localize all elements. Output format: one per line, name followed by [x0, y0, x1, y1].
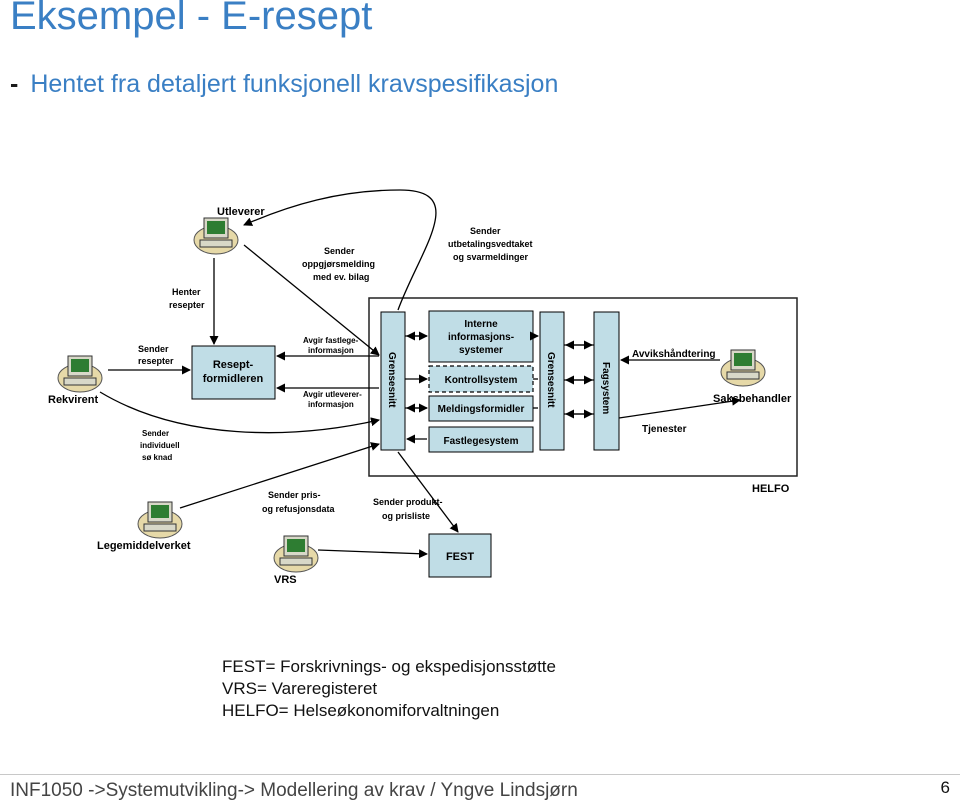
subtitle-dash: -	[10, 70, 19, 98]
legend-vrs: VRS= Vareregisteret	[222, 679, 378, 698]
fastlegesystem-box	[428, 426, 534, 453]
footer-text: INF1050 ->Systemutvikling-> Modellering …	[10, 780, 578, 801]
fest-box	[428, 533, 492, 578]
label-avgir-utleverer-1: Avgir utleverer-	[303, 390, 362, 399]
label-individuell-3: sø knad	[142, 453, 172, 462]
fastlegesystem-label: Fastlegesystem	[443, 436, 518, 447]
label-produkt-1: Sender produkt-	[373, 497, 443, 507]
legend-helfo: HELFO= Helseøkonomiforvaltningen	[222, 701, 500, 720]
label-individuell-2: individuell	[140, 441, 180, 450]
vrs-computer-icon	[273, 535, 319, 573]
footer-divider	[0, 774, 960, 775]
label-pris-2: og refusjonsdata	[262, 504, 336, 514]
slide-subtitle: -Hentet fra detaljert funksjonell kravsp…	[10, 70, 558, 99]
subtitle-text: Hentet fra detaljert funksjonell kravspe…	[30, 70, 559, 98]
e-resept-diagram: HELFO Utleverer Rekvirent Legemiddelverk…	[48, 189, 798, 586]
page-number: 6	[940, 778, 950, 797]
label-pris-1: Sender pris-	[268, 490, 321, 500]
label-oppgjor-1: Sender	[324, 246, 355, 256]
arrow-utbetalingsvedtak	[243, 189, 437, 311]
legend-fest: FEST= Forskrivnings- og ekspedisjonsstøt…	[222, 657, 556, 676]
label-oppgjor-3: med ev. bilag	[313, 272, 369, 282]
interne-label-1: Interne	[464, 319, 498, 330]
reseptformidleren-label-1: Resept-	[213, 359, 254, 371]
fagsystem-box	[593, 311, 620, 451]
arrow-individuell-soknad	[99, 391, 380, 434]
label-avgir-fastlege-2: informasjon	[308, 346, 354, 355]
label-henter-2: resepter	[169, 300, 205, 310]
label-produkt-2: og prisliste	[382, 511, 430, 521]
interne-label-3: systemer	[459, 345, 503, 356]
legemiddelverket-computer-icon	[137, 501, 183, 539]
meldingsformidler-box	[428, 395, 534, 422]
interne-label-2: informasjons-	[448, 332, 514, 343]
label-sender-resepter-2: resepter	[138, 356, 174, 366]
arrow-produkt-prisliste	[317, 549, 428, 559]
label-henter-1: Henter	[172, 287, 201, 297]
label-oppgjor-2: oppgjørsmelding	[302, 259, 375, 269]
grensesnitt-left-box	[380, 311, 406, 451]
label-avvikshandtering: Avvikshåndtering	[632, 348, 716, 360]
utleverer-computer-icon	[193, 217, 239, 255]
fest-label: FEST	[446, 551, 474, 563]
label-sender-resepter-1: Sender	[138, 344, 169, 354]
rekvirent-computer-icon	[57, 355, 103, 393]
label-individuell-1: Sender	[142, 429, 169, 438]
label-avgir-utleverer-2: informasjon	[308, 400, 354, 409]
grensesnitt-right-box	[539, 311, 565, 451]
abbreviation-legend: FEST= Forskrivnings- og ekspedisjonsstøt…	[222, 656, 556, 722]
helfo-label: HELFO	[752, 483, 790, 495]
actor-rekvirent: Rekvirent	[48, 394, 98, 406]
kontrollsystem-label: Kontrollsystem	[445, 375, 518, 386]
fagsystem-label: Fagsystem	[600, 362, 611, 414]
label-tjenester: Tjenester	[642, 424, 687, 435]
actor-legemiddelverket: Legemiddelverket	[97, 540, 191, 552]
grensesnitt-left-label: Grensesnitt	[386, 352, 397, 408]
kontrollsystem-box	[428, 365, 534, 393]
slide-title: Eksempel - E-resept	[10, 0, 373, 38]
label-utbet-2: utbetalingsvedtaket	[448, 239, 533, 249]
label-utbet-1: Sender	[470, 226, 501, 236]
arrow-grensesnitt-fest	[397, 451, 459, 533]
reseptformidleren-label-2: formidleren	[203, 373, 264, 385]
actor-vrs: VRS	[274, 574, 297, 586]
label-utbet-3: og svarmeldinger	[453, 252, 529, 262]
arrow-tjenester	[618, 396, 741, 419]
reseptformidleren-box	[191, 345, 276, 400]
label-avgir-fastlege-1: Avgir fastlege-	[303, 336, 359, 345]
arrow-oppgjorsmelding	[243, 244, 380, 356]
arrow-pris-refusjon	[179, 442, 380, 509]
actor-saksbehandler: Saksbehandler	[713, 393, 792, 405]
grensesnitt-right-label: Grensesnitt	[545, 352, 556, 408]
meldingsformidler-label: Meldingsformidler	[438, 404, 525, 415]
actor-utleverer: Utleverer	[217, 206, 265, 218]
